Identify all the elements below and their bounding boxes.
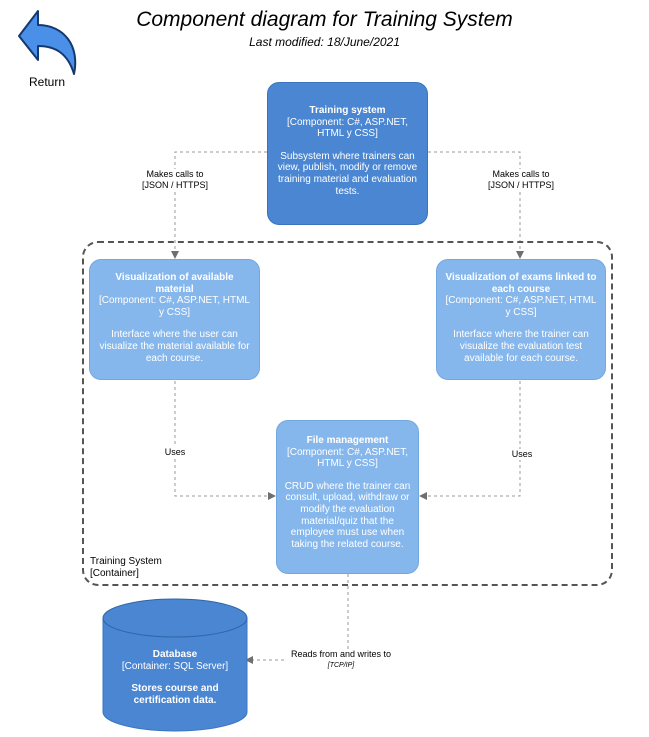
component-name: Visualization of exams linked to — [445, 272, 597, 283]
edge-label-uses-right: Uses — [507, 449, 537, 460]
edge-label-line: [JSON / HTTPS] — [487, 180, 554, 190]
component-description: CRUD where the trainer can — [284, 480, 411, 492]
material-visualization-component[interactable]: Visualization of available material [Com… — [89, 259, 260, 380]
return-button[interactable] — [14, 6, 86, 90]
boundary-name: Training System — [90, 556, 162, 567]
component-description: each course. — [145, 352, 204, 364]
database-description: certification data. — [133, 694, 217, 706]
component-description: Interface where the trainer can — [453, 329, 589, 341]
exams-visualization-component[interactable]: Visualization of exams linked to each co… — [436, 259, 606, 380]
training-system-boundary — [82, 241, 613, 586]
component-tech: [Component: C#, ASP.NET, — [287, 446, 408, 458]
component-tech: y CSS] — [158, 306, 191, 318]
database-cylinder-icon[interactable] — [102, 598, 248, 732]
component-description: taking the related course. — [291, 538, 404, 550]
component-description: material/quiz that the — [301, 515, 394, 527]
component-description: view, publish, modify or remove — [277, 162, 418, 174]
component-name: material — [155, 283, 194, 295]
component-name: File management — [306, 435, 389, 446]
component-description: tests. — [335, 185, 360, 197]
component-tech: HTML y CSS] — [317, 458, 378, 470]
component-tech: [Component: C#, ASP.NET, — [287, 116, 408, 128]
edge-db — [245, 574, 349, 664]
component-description: available for each course. — [464, 352, 578, 364]
component-tech: [Component: C#, ASP.NET, HTML — [445, 295, 597, 307]
edge-label-line: Makes calls to — [492, 169, 550, 179]
edge-uses-left — [174, 381, 276, 500]
database-label: Database [Container: SQL Server] Stores … — [104, 649, 246, 706]
boundary-label: Training System [Container] — [90, 556, 162, 580]
component-name: each course — [491, 283, 551, 295]
database-name: Database — [152, 649, 198, 660]
edge-label-calls-right: Makes calls to [JSON / HTTPS] — [466, 169, 576, 191]
component-tech: [Component: C#, ASP.NET, HTML — [99, 295, 250, 307]
boundary-type: [Container] — [90, 568, 139, 579]
edge-label-db: Reads from and writes to [TCP/IP] — [284, 649, 398, 671]
component-description: Interface where the user can — [111, 329, 238, 341]
component-description: visualize the evaluation test — [459, 340, 583, 352]
training-system-component[interactable]: Training system [Component: C#, ASP.NET,… — [267, 82, 428, 225]
return-arrow-icon — [18, 10, 77, 75]
edge-calls-exams — [428, 151, 524, 259]
component-description: training material and evaluation — [278, 173, 417, 185]
database-tech: [Container: SQL Server] — [121, 660, 229, 672]
component-tech: y CSS] — [505, 306, 537, 318]
component-name: Visualization of available — [115, 272, 234, 283]
file-management-component[interactable]: File management [Component: C#, ASP.NET,… — [276, 420, 419, 574]
component-description: Subsystem where trainers can — [280, 150, 415, 162]
edge-label-protocol: [TCP/IP] — [327, 662, 355, 669]
edge-label-uses-left: Uses — [160, 447, 190, 458]
edge-label-calls-left: Makes calls to [JSON / HTTPS] — [120, 169, 230, 191]
edge-uses-right — [419, 381, 521, 500]
component-description: modify the evaluation — [300, 503, 395, 515]
component-tech: HTML y CSS] — [317, 128, 378, 140]
page-title: Component diagram for Training System — [136, 8, 513, 31]
edge-label-line: Makes calls to — [146, 169, 204, 179]
return-label[interactable]: Return — [29, 75, 66, 89]
component-description: visualize the material available for — [99, 340, 250, 352]
edge-label-line: Reads from and writes to — [290, 649, 392, 659]
edge-calls-material — [171, 151, 267, 259]
database-description: Stores course and — [131, 683, 219, 695]
edge-label-line: [JSON / HTTPS] — [141, 180, 208, 190]
component-description: consult, upload, withdraw or — [285, 492, 410, 504]
component-description: employee must use when — [290, 527, 405, 539]
last-modified: Last modified: 18/June/2021 — [249, 35, 400, 49]
component-name: Training system — [309, 105, 386, 116]
